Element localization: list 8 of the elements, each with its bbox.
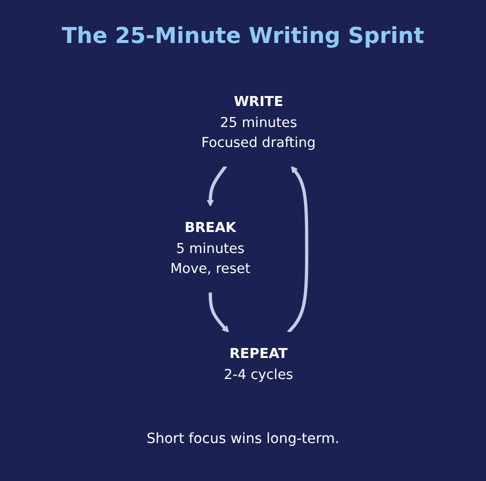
node-text: WRITE 25 minutes Focused drafting [201, 94, 316, 152]
title: The 25-Minute Writing Sprint [62, 24, 424, 49]
note-text: Short focus wins long-term. [146, 431, 340, 447]
arrow [287, 166, 308, 334]
arrow [206, 165, 227, 207]
node-text: REPEAT 2-4 cycles [224, 346, 294, 383]
arrow [208, 292, 230, 333]
node-text: BREAK 5 minutes Move, reset [170, 220, 250, 278]
